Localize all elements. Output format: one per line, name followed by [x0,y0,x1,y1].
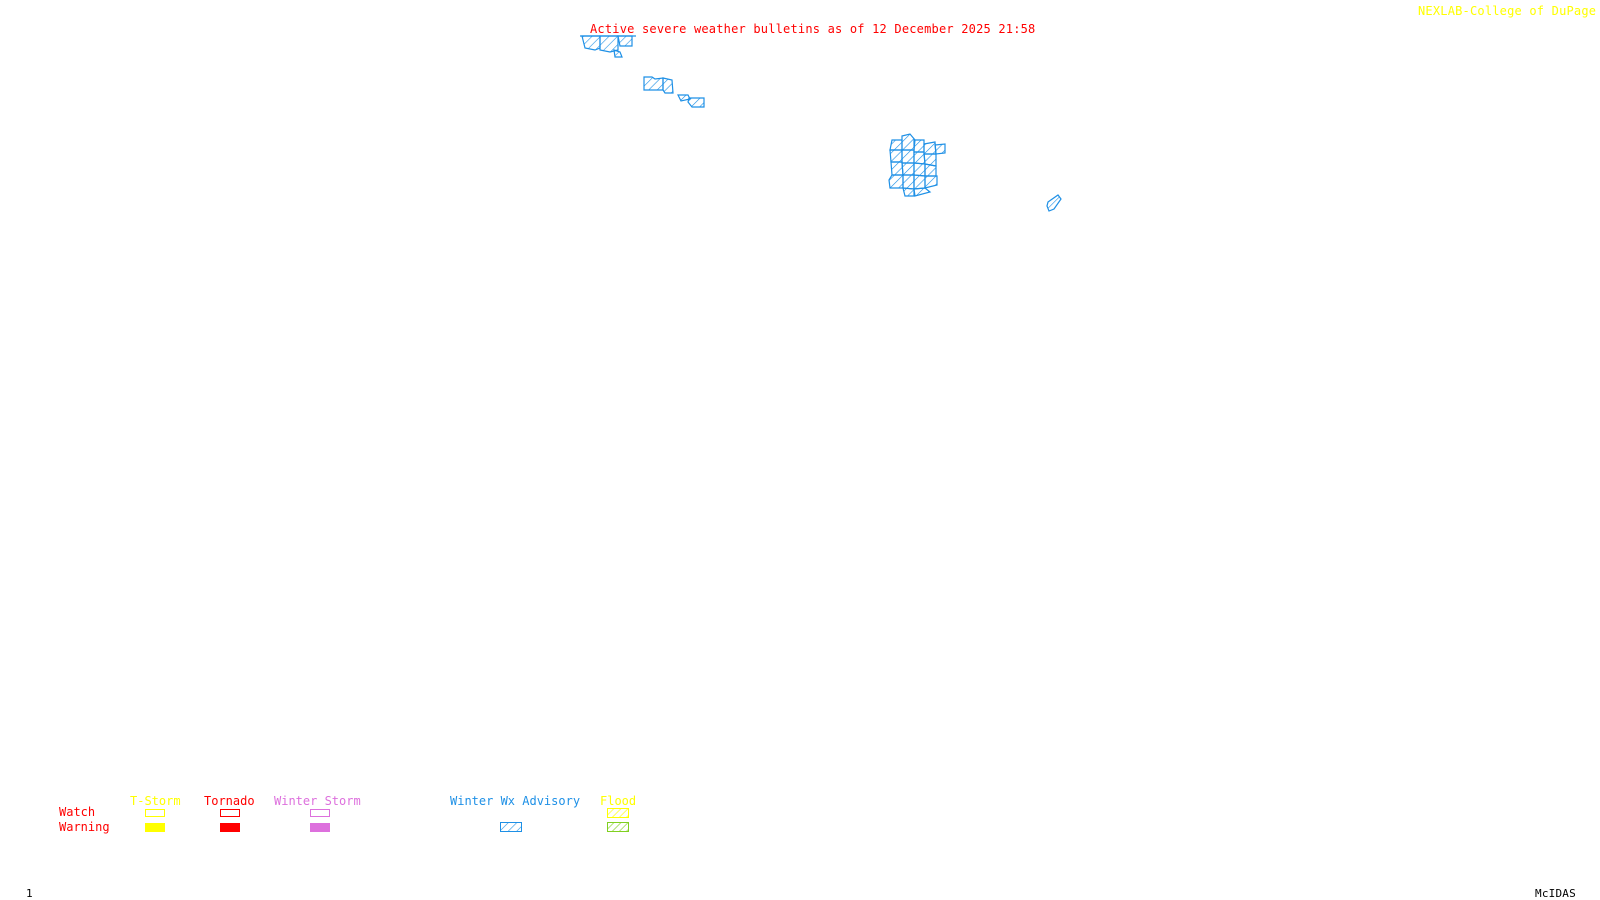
advisory-area-2[interactable] [643,76,674,94]
legend-swatch-winter-wx-advisory [500,822,522,832]
legend-swatch-tstorm-warning [145,823,165,832]
legend-row-watch: Watch [59,805,96,819]
credit-label: NEXLAB-College of DuPage ⇙ [1418,5,1600,17]
legend-label-tstorm: T-Storm [130,794,181,808]
legend-swatch-winter-storm-warning [310,823,330,832]
map-title: Active severe weather bulletins as of 12… [590,22,1036,36]
brand-label: McIDAS [1535,887,1576,900]
legend-swatch-flood-warning [607,822,629,832]
legend-row-warning: Warning [59,820,110,834]
legend-swatch-tstorm-watch [145,809,165,817]
advisory-area-4[interactable] [888,133,946,197]
frame-number: 1 [26,887,33,900]
advisory-area-5[interactable] [1046,194,1062,212]
legend-swatch-flood-watch [607,808,629,818]
legend-label-tornado: Tornado [204,794,255,808]
advisory-area-3[interactable] [677,94,705,108]
credit-text: NEXLAB-College of DuPage [1418,4,1597,18]
legend-swatch-tornado-warning [220,823,240,832]
legend-label-winter-wx-advisory: Winter Wx Advisory [450,794,581,808]
legend-label-winter-storm: Winter Storm [274,794,361,808]
legend-label-flood: Flood [600,794,637,808]
legend-swatch-winter-storm-watch [310,809,330,817]
advisory-area-1[interactable] [580,35,636,58]
legend-swatch-tornado-watch [220,809,240,817]
